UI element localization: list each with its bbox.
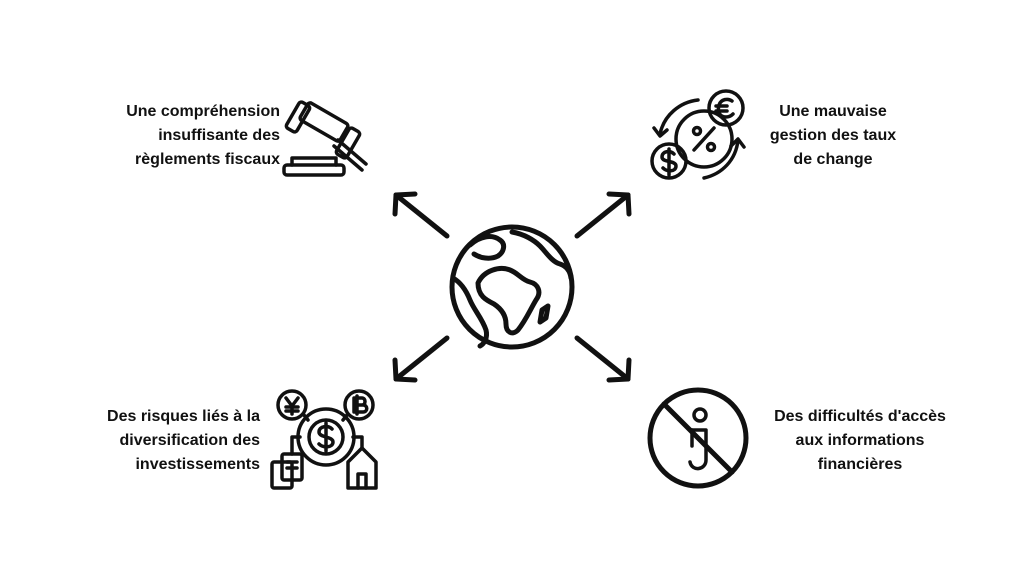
arrow-top-right xyxy=(574,191,632,239)
arrow-bottom-left xyxy=(392,335,450,383)
no-information-icon xyxy=(647,387,749,489)
label-exchange-rates: Une mauvaise gestion des taux de change xyxy=(769,103,897,168)
label-financial-information: Des difficultés d'accès aux informations… xyxy=(774,408,946,473)
globe-icon xyxy=(449,224,575,350)
gavel-icon xyxy=(282,100,368,177)
label-diversification-risks: Des risques liés à la diversification de… xyxy=(107,408,260,473)
arrow-top-left xyxy=(392,191,450,239)
diversified-investment-icon xyxy=(270,389,378,490)
currency-exchange-icon xyxy=(650,89,746,180)
label-tax-regulations: Une compréhension insuffisante des règle… xyxy=(126,103,280,168)
arrow-bottom-right xyxy=(574,335,632,383)
